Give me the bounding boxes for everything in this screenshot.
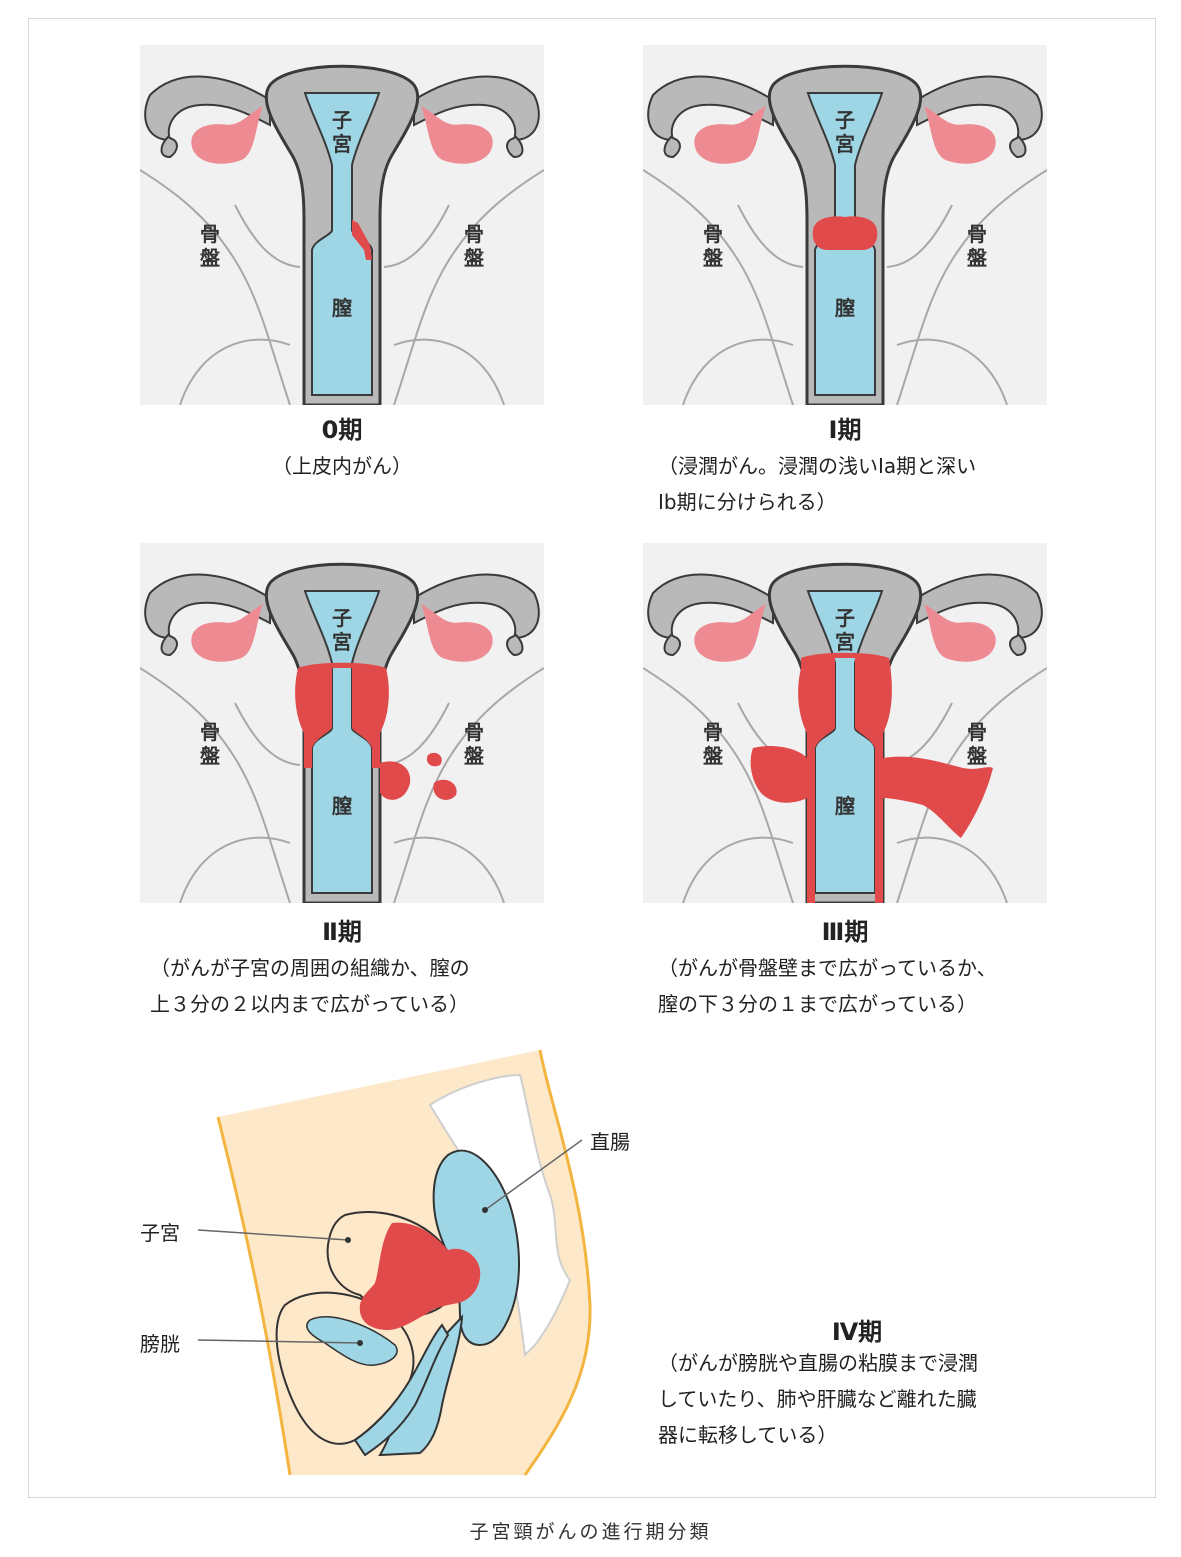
label-pelvis-right-bottom: 盤 xyxy=(464,246,485,270)
cancer-region xyxy=(812,216,878,250)
label-pelvis-right-bottom: 盤 xyxy=(967,744,988,768)
label-uterus-top: 子 xyxy=(835,606,855,630)
label-pelvis-right-top: 骨 xyxy=(464,222,484,246)
vagina xyxy=(353,1323,450,1457)
cancer-region xyxy=(295,662,457,800)
leader-dot-rectum xyxy=(482,1207,488,1213)
cancer-spread-1 xyxy=(750,746,807,803)
label-vagina: 膣 xyxy=(332,794,352,818)
cancer-spread-0 xyxy=(352,220,372,260)
label-pelvis-right-top: 骨 xyxy=(464,720,484,744)
label-uterus-bottom: 宮 xyxy=(835,630,855,654)
fallopian-tubes xyxy=(144,573,540,657)
fallopian-tubes xyxy=(647,573,1043,657)
stage3-title: Ⅲ期 xyxy=(821,918,869,946)
cancer-region xyxy=(352,220,372,260)
cancer-spread-0 xyxy=(812,216,878,250)
panel-stage3: 子 宮 骨 盤 骨 盤 膣 xyxy=(643,543,1047,903)
label-uterus-bottom: 宮 xyxy=(332,132,352,156)
label-rectum: 直腸 xyxy=(590,1130,630,1154)
skin-edge-back xyxy=(523,1049,592,1476)
leader-dot-bladder xyxy=(357,1340,363,1346)
ovaries xyxy=(694,603,996,662)
label-uterus-top: 子 xyxy=(332,108,352,132)
bladder-cavity xyxy=(306,1316,398,1366)
label-uterus: 子宮 xyxy=(140,1221,180,1245)
uterine-cavity xyxy=(303,92,381,396)
label-vagina: 膣 xyxy=(835,296,855,320)
panel-stage1: 子 宮 骨 盤 骨 盤 膣 xyxy=(643,45,1047,405)
label-pelvis-left-top: 骨 xyxy=(703,720,723,744)
label-uterus-bottom: 宮 xyxy=(332,630,352,654)
stage4-title: Ⅳ期 xyxy=(831,1318,883,1346)
label-pelvis-left-top: 骨 xyxy=(200,222,220,246)
stage0-desc: （上皮内がん） xyxy=(272,454,412,478)
ovaries xyxy=(694,105,996,164)
figure-caption: 子宮頸がんの進行期分類 xyxy=(469,1521,712,1543)
cancer-spread-0 xyxy=(295,662,389,768)
pelvis-outline xyxy=(140,169,544,405)
label-pelvis-left-bottom: 盤 xyxy=(703,744,724,768)
label-pelvis-left-bottom: 盤 xyxy=(703,246,724,270)
label-pelvis-right-bottom: 盤 xyxy=(967,246,988,270)
pelvis-outline xyxy=(643,169,1047,405)
stage1-desc: （浸潤がん。浸潤の浅いⅠa期と深い Ⅰb期に分けられる） xyxy=(658,454,977,514)
leader-dot-uterus xyxy=(345,1237,351,1243)
rectum xyxy=(432,1149,520,1347)
skin-edge-front xyxy=(216,1116,292,1476)
tumor xyxy=(359,1222,481,1330)
stage3-desc: （がんが骨盤壁まで広がっているか、 膣の下３分の１まで広がっている） xyxy=(658,956,997,1016)
label-pelvis-right-top: 骨 xyxy=(967,222,987,246)
label-pelvis-left-top: 骨 xyxy=(703,222,723,246)
uterine-cavity xyxy=(303,590,381,894)
cancer-spread-3 xyxy=(433,779,457,800)
panel-stage0: 子 宮 骨 盤 骨 盤 膣 xyxy=(140,45,544,405)
cancer-spread-2 xyxy=(426,752,442,767)
ovaries xyxy=(191,603,493,662)
panel-stage2: 子 宮 骨 盤 骨 盤 膣 xyxy=(140,543,544,903)
label-vagina: 膣 xyxy=(835,794,855,818)
uterus-diagram: 子 宮 骨 盤 骨 盤 膣 xyxy=(140,543,544,903)
ovaries xyxy=(191,105,493,164)
label-vagina: 膣 xyxy=(332,296,352,320)
uterus-diagram: 子 宮 骨 盤 骨 盤 膣 xyxy=(140,45,544,405)
fallopian-tubes xyxy=(647,75,1043,159)
cancer-spread-0 xyxy=(798,652,892,903)
uterus-diagram: 子 宮 骨 盤 骨 盤 膣 xyxy=(643,45,1047,405)
stage4-desc: （がんが膀胱や直腸の粘膜まで浸潤 していたり、肺や肝臓など離れた臓 器に転移して… xyxy=(658,1351,978,1447)
label-uterus-top: 子 xyxy=(332,606,352,630)
stage2-desc: （がんが子宮の周囲の組織か、膣の 上３分の２以内まで広がっている） xyxy=(150,956,470,1016)
label-pelvis-right-bottom: 盤 xyxy=(464,744,485,768)
cancer-spread-2 xyxy=(883,756,993,838)
label-pelvis-left-bottom: 盤 xyxy=(200,744,221,768)
cancer-spread-1 xyxy=(380,761,411,800)
leader-lines xyxy=(197,1139,583,1344)
label-uterus-bottom: 宮 xyxy=(835,132,855,156)
fallopian-tubes xyxy=(144,75,540,159)
sagittal-diagram xyxy=(197,1049,592,1476)
label-uterus-top: 子 xyxy=(835,108,855,132)
pelvis-outline xyxy=(643,667,1047,903)
stage0-title: 0期 xyxy=(321,416,363,444)
label-bladder: 膀胱 xyxy=(140,1332,180,1356)
stage2-title: Ⅱ期 xyxy=(322,918,362,946)
label-pelvis-left-bottom: 盤 xyxy=(200,246,221,270)
uterus-diagram: 子 宮 骨 盤 骨 盤 膣 xyxy=(643,543,1047,903)
cancer-region xyxy=(750,652,993,903)
label-pelvis-left-top: 骨 xyxy=(200,720,220,744)
label-pelvis-right-top: 骨 xyxy=(967,720,987,744)
stage1-title: Ⅰ期 xyxy=(828,416,862,444)
